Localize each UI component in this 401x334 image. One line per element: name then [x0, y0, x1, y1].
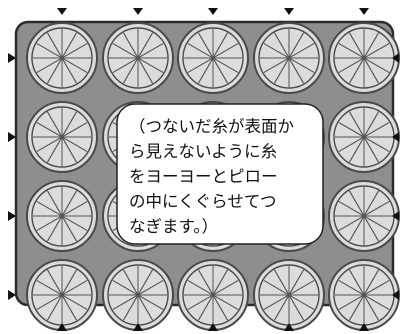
yoyo: [26, 259, 98, 331]
arrow-up-marker: [133, 323, 143, 331]
yoyo: [177, 22, 249, 94]
arrow-up-marker: [57, 323, 67, 331]
arrow-down-marker: [133, 8, 143, 15]
yoyo: [26, 180, 98, 252]
arrow-down-marker: [57, 8, 67, 15]
yoyo: [26, 101, 98, 173]
yoyo: [253, 22, 325, 94]
yoyo: [102, 22, 174, 94]
yoyo: [102, 259, 174, 331]
arrow-left-marker: [392, 290, 399, 300]
arrow-left-marker: [392, 53, 399, 63]
callout-text: （つないだ糸が表面か ら見えないように糸 をヨーヨーとピロー の中にくぐらせてつ…: [129, 117, 294, 236]
arrow-right-marker: [8, 53, 16, 63]
yoyo: [177, 259, 249, 331]
yoyo: [253, 259, 325, 331]
arrow-up-marker: [359, 323, 369, 331]
yoyo: [26, 22, 98, 94]
yoyo: [328, 259, 400, 331]
arrow-left-marker: [392, 211, 399, 221]
arrow-markers: [8, 8, 399, 331]
callout-box: [116, 103, 324, 245]
arrow-right-marker: [8, 211, 16, 221]
arrow-up-marker: [208, 323, 218, 331]
arrow-down-marker: [359, 8, 369, 15]
arrow-down-marker: [208, 8, 218, 15]
yoyo: [328, 101, 400, 173]
arrow-down-marker: [284, 8, 294, 15]
arrow-right-marker: [8, 290, 16, 300]
arrow-up-marker: [284, 323, 294, 331]
yoyo: [328, 22, 400, 94]
arrow-right-marker: [8, 132, 16, 142]
arrow-left-marker: [392, 132, 399, 142]
yoyo: [328, 180, 400, 252]
